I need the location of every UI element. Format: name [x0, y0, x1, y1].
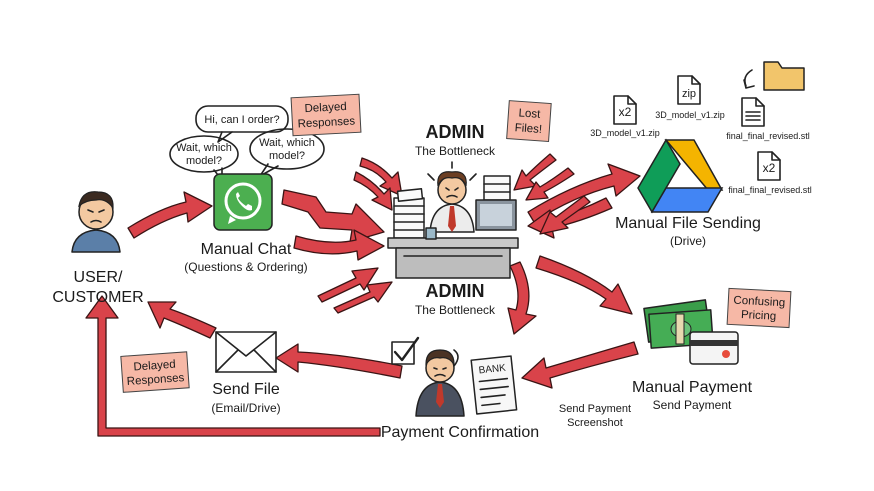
admin-title-bottom: ADMIN: [426, 281, 485, 301]
svg-text:zip: zip: [682, 88, 696, 100]
svg-text:Wait, which: Wait, which: [259, 137, 315, 149]
payment-title: Manual Payment: [632, 379, 753, 396]
file-name-4: final_final_revised.stl: [728, 185, 812, 195]
arrow-confirmation-to-sendfile: [275, 343, 403, 379]
arrow-return-loop: [85, 295, 381, 437]
arrow-small-left-4: [333, 281, 393, 314]
note-delayed-bottom: Delayed Responses: [120, 351, 190, 393]
arrow-user-to-chat: [127, 191, 213, 239]
whatsapp-icon: [213, 173, 273, 231]
arrow-small-left-1: [359, 157, 403, 197]
svg-text:Files!: Files!: [514, 122, 542, 136]
svg-text:Delayed: Delayed: [304, 101, 347, 115]
note-confusing-pricing: Confusing Pricing: [726, 287, 792, 329]
bank-receipt-icon: BANK: [470, 355, 518, 415]
arrow-small-right-2: [525, 167, 575, 201]
speech-bubble-1: Hi, can I order?: [195, 105, 289, 143]
send-file-title: Send File: [212, 381, 280, 398]
user-figure: [71, 191, 121, 253]
admin-subtitle-top: The Bottleneck: [415, 144, 496, 158]
svg-text:model?: model?: [186, 155, 222, 167]
arrow-chat-to-admin: [281, 189, 385, 243]
manual-chat-subtitle: (Questions & Ordering): [184, 260, 307, 274]
file-name-2: 3D_model_v1.zip: [655, 110, 725, 120]
payment-confirmation-title: Payment Confirmation: [381, 424, 539, 441]
credit-card-icon: [689, 331, 739, 365]
file-sending-title: Manual File Sending: [615, 215, 761, 232]
file-icon-1: x2: [613, 95, 637, 125]
flow-arrows: [85, 153, 641, 437]
folder-icon: [743, 61, 805, 91]
payment-subtitle: Send Payment: [653, 398, 732, 412]
arrow-admin-to-confirmation: [507, 261, 537, 335]
arrow-chat-lower-to-admin: [293, 229, 385, 261]
admin-subtitle-bottom: The Bottleneck: [415, 303, 496, 317]
arrow-small-left-3: [317, 267, 379, 303]
admin-title-top: ADMIN: [426, 122, 485, 142]
file-icon-3: [741, 97, 765, 127]
svg-text:Confusing: Confusing: [733, 295, 785, 310]
note-delayed-top: Delayed Responses: [290, 93, 362, 137]
checkbox-icon: [391, 336, 420, 365]
manual-chat-title: Manual Chat: [201, 241, 292, 258]
user-label-line1: USER/: [74, 269, 123, 286]
stressed-person-icon: [415, 349, 465, 417]
admin-desk-scene: [387, 161, 519, 279]
arrow-admin-to-payment: [535, 255, 633, 315]
note-lost-files: Lost Files!: [506, 100, 552, 143]
file-name-3: final_final_revised.stl: [726, 131, 810, 141]
svg-text:x2: x2: [763, 161, 776, 175]
screenshot-label-line1: Send Payment: [559, 403, 631, 415]
arrow-small-left-2: [353, 171, 393, 211]
svg-text:x2: x2: [619, 105, 632, 119]
svg-text:Responses: Responses: [126, 372, 184, 388]
send-file-subtitle: (Email/Drive): [211, 401, 280, 415]
arrow-small-right-1: [513, 153, 557, 191]
svg-text:model?: model?: [269, 150, 305, 162]
svg-text:Pricing: Pricing: [741, 309, 777, 323]
svg-text:Responses: Responses: [297, 115, 355, 130]
screenshot-label-line2: Screenshot: [567, 417, 623, 429]
arrow-sendfile-to-user: [147, 301, 217, 339]
paper-stack-left: [393, 188, 425, 239]
envelope-icon: [215, 331, 277, 373]
speech-bubble-2: Wait, which model?: [169, 135, 239, 181]
arrow-admin-to-drive: [527, 163, 641, 223]
file-icon-2: zip: [677, 75, 701, 105]
svg-text:Delayed: Delayed: [133, 359, 176, 374]
file-name-1: 3D_model_v1.zip: [590, 128, 660, 138]
speech-bubbles: Hi, can I order? Wait, which model? Wait…: [169, 105, 325, 181]
google-drive-icon: [637, 138, 724, 214]
svg-text:Hi, can I order?: Hi, can I order?: [204, 114, 279, 126]
svg-text:Lost: Lost: [518, 107, 541, 121]
svg-text:BANK: BANK: [478, 363, 507, 377]
arrow-drive-lower-to-admin: [539, 195, 591, 235]
arrow-payment-to-confirmation: [521, 341, 639, 389]
svg-text:Wait, which: Wait, which: [176, 142, 232, 154]
file-icon-4: x2: [757, 151, 781, 181]
file-sending-subtitle: (Drive): [670, 234, 706, 248]
speech-bubble-3: Wait, which model?: [249, 128, 325, 177]
user-label-line2: CUSTOMER: [52, 289, 143, 306]
